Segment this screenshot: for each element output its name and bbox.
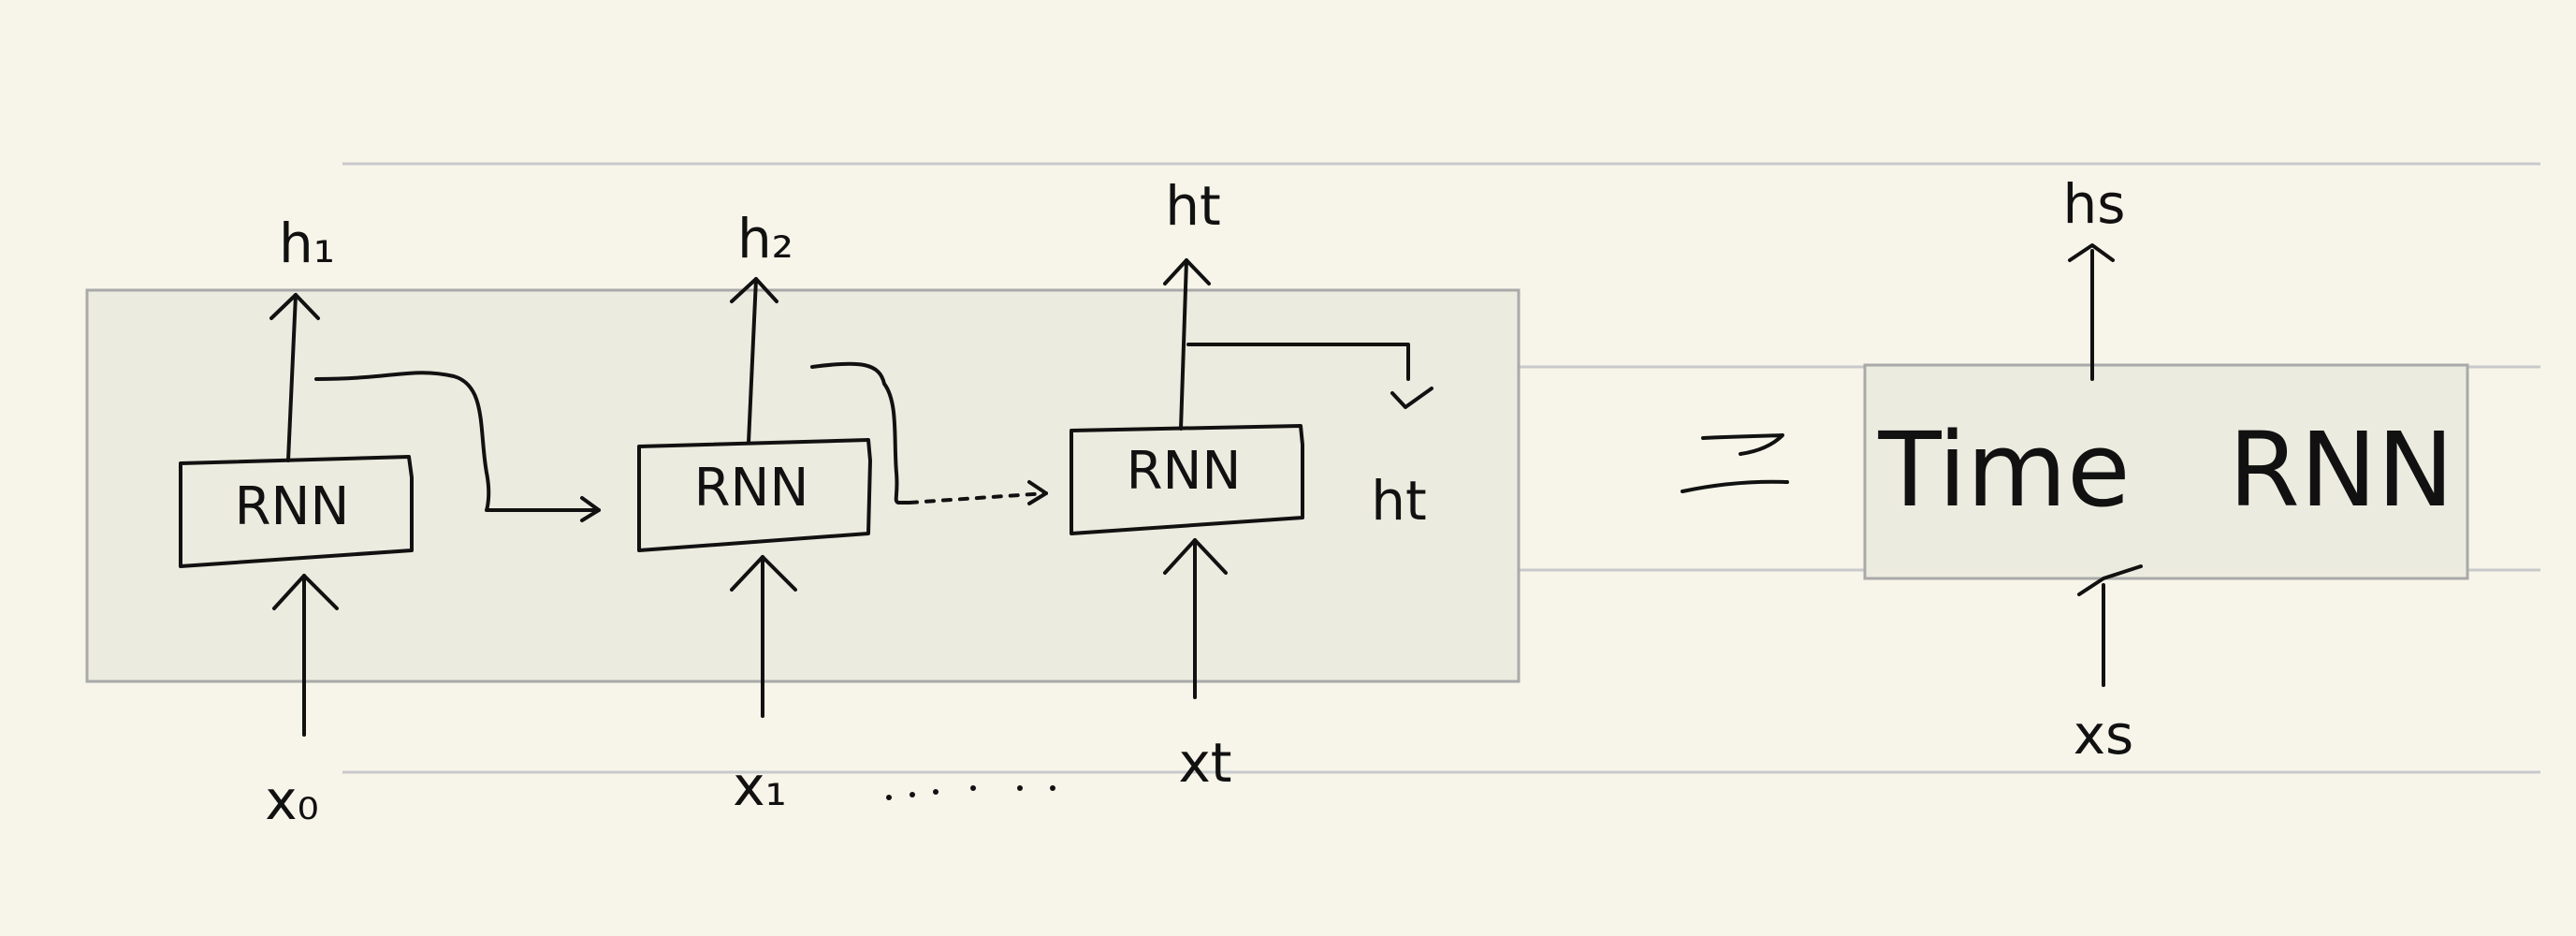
rnn-box-label-3: RNN [1127, 441, 1242, 502]
rnn-cell-1 [179, 293, 601, 737]
rnn-cell-2 [637, 277, 1048, 718]
output-arrow-2 [747, 277, 758, 445]
output-arrow-3 [1179, 258, 1188, 431]
ellipsis-dot [1017, 785, 1023, 791]
arrowhead-up [1163, 538, 1228, 575]
arrowhead-right [1027, 480, 1048, 505]
time-rnn-output-label: hs [2063, 172, 2126, 236]
hidden-connection-1 [314, 371, 601, 512]
ellipsis-dot [886, 795, 892, 800]
equals-bar-top [1701, 433, 1784, 456]
unrolled-rnn-group [85, 288, 1521, 683]
rnn-box-1 [179, 455, 414, 568]
arrowhead-up [269, 293, 320, 320]
time-rnn-label: Time RNN [1877, 410, 2453, 530]
input-label-3: xt [1178, 731, 1231, 795]
arrowhead-up [272, 574, 339, 610]
rnn-cell-3 [1070, 258, 1434, 699]
rnn-box-label-1: RNN [235, 476, 350, 537]
dotted-connection [908, 491, 1048, 505]
equals-sign [1681, 433, 1789, 493]
arrowhead-up [2077, 564, 2143, 596]
arrowhead-up [2068, 243, 2115, 262]
rnn-box-label-2: RNN [694, 458, 809, 519]
time-rnn-box [1863, 363, 2469, 580]
output-label-1: h₁ [279, 212, 335, 275]
hidden-label: ht [1371, 469, 1427, 533]
ellipsis-dot [910, 792, 915, 797]
output-arrow-1 [286, 293, 298, 462]
rnn-box-2 [637, 438, 872, 552]
hidden-state-out [1186, 343, 1410, 381]
equals-bar-bottom [1681, 479, 1789, 493]
arrowhead-up [730, 555, 797, 592]
time-rnn-arrows [2068, 243, 2143, 687]
ellipsis [886, 785, 1055, 800]
arrowhead-up [730, 277, 779, 303]
hidden-connection-2 [810, 361, 911, 505]
time-rnn-input-label: xs [2074, 703, 2134, 767]
output-label-3: ht [1165, 174, 1221, 238]
ellipsis-dot [1050, 785, 1055, 791]
output-label-2: h₂ [737, 207, 793, 271]
input-label-1: x₀ [265, 768, 319, 832]
arrowhead-down [1390, 387, 1434, 409]
rnn-box-3 [1070, 424, 1304, 535]
arrowhead-right [580, 496, 601, 522]
arrowhead-up [1163, 258, 1211, 285]
input-label-2: x₁ [733, 754, 787, 818]
ellipsis-dot [970, 785, 976, 791]
ellipsis-dot [933, 789, 939, 795]
